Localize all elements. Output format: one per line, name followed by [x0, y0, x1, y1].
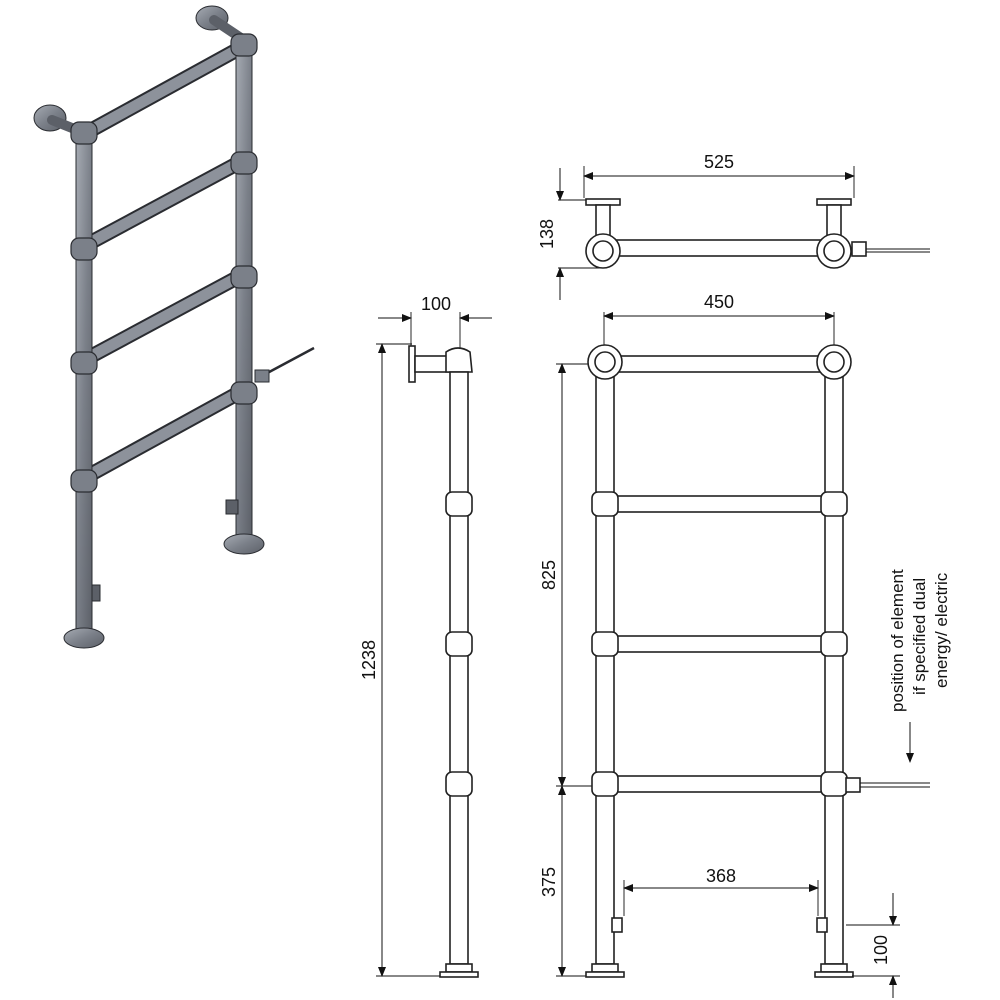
- dim-label-525: 525: [704, 152, 734, 172]
- dim-label-100-foot: 100: [871, 935, 891, 965]
- element-note-line1: position of element: [888, 569, 907, 712]
- floor-flange-left: [63, 627, 105, 649]
- plan-view: 525 138: [537, 152, 930, 300]
- front-rail-4: [611, 775, 828, 793]
- iso-upright-left: [75, 129, 93, 636]
- side-view: 100 1238: [359, 294, 492, 978]
- element-note-line3: energy/ electric: [932, 572, 951, 688]
- front-rail-2: [611, 495, 828, 513]
- dim-label-1238: 1238: [359, 640, 379, 680]
- front-upright-left: [595, 363, 615, 965]
- plan-rail: [599, 239, 837, 257]
- dim-label-138: 138: [537, 219, 557, 249]
- side-upright: [449, 371, 469, 965]
- dim-label-375: 375: [539, 867, 559, 897]
- dim-label-450: 450: [704, 292, 734, 312]
- dim-label-825: 825: [539, 560, 559, 590]
- front-rail-3: [611, 635, 828, 653]
- isometric-view: [33, 5, 315, 649]
- floor-flange-right: [223, 533, 265, 555]
- iso-valve-left: [91, 584, 101, 602]
- front-rail-1: [611, 355, 828, 373]
- dim-label-368: 368: [706, 866, 736, 886]
- dim-label-100-top: 100: [421, 294, 451, 314]
- iso-joints: [70, 33, 258, 493]
- iso-rails: [76, 38, 252, 486]
- front-view: 450 825 375: [539, 292, 951, 998]
- front-upright-right: [824, 363, 844, 965]
- iso-upright-right: [235, 41, 253, 541]
- front-element: [845, 777, 861, 793]
- iso-valve-right: [225, 499, 239, 515]
- element-note-line2: if specified dual: [910, 578, 929, 695]
